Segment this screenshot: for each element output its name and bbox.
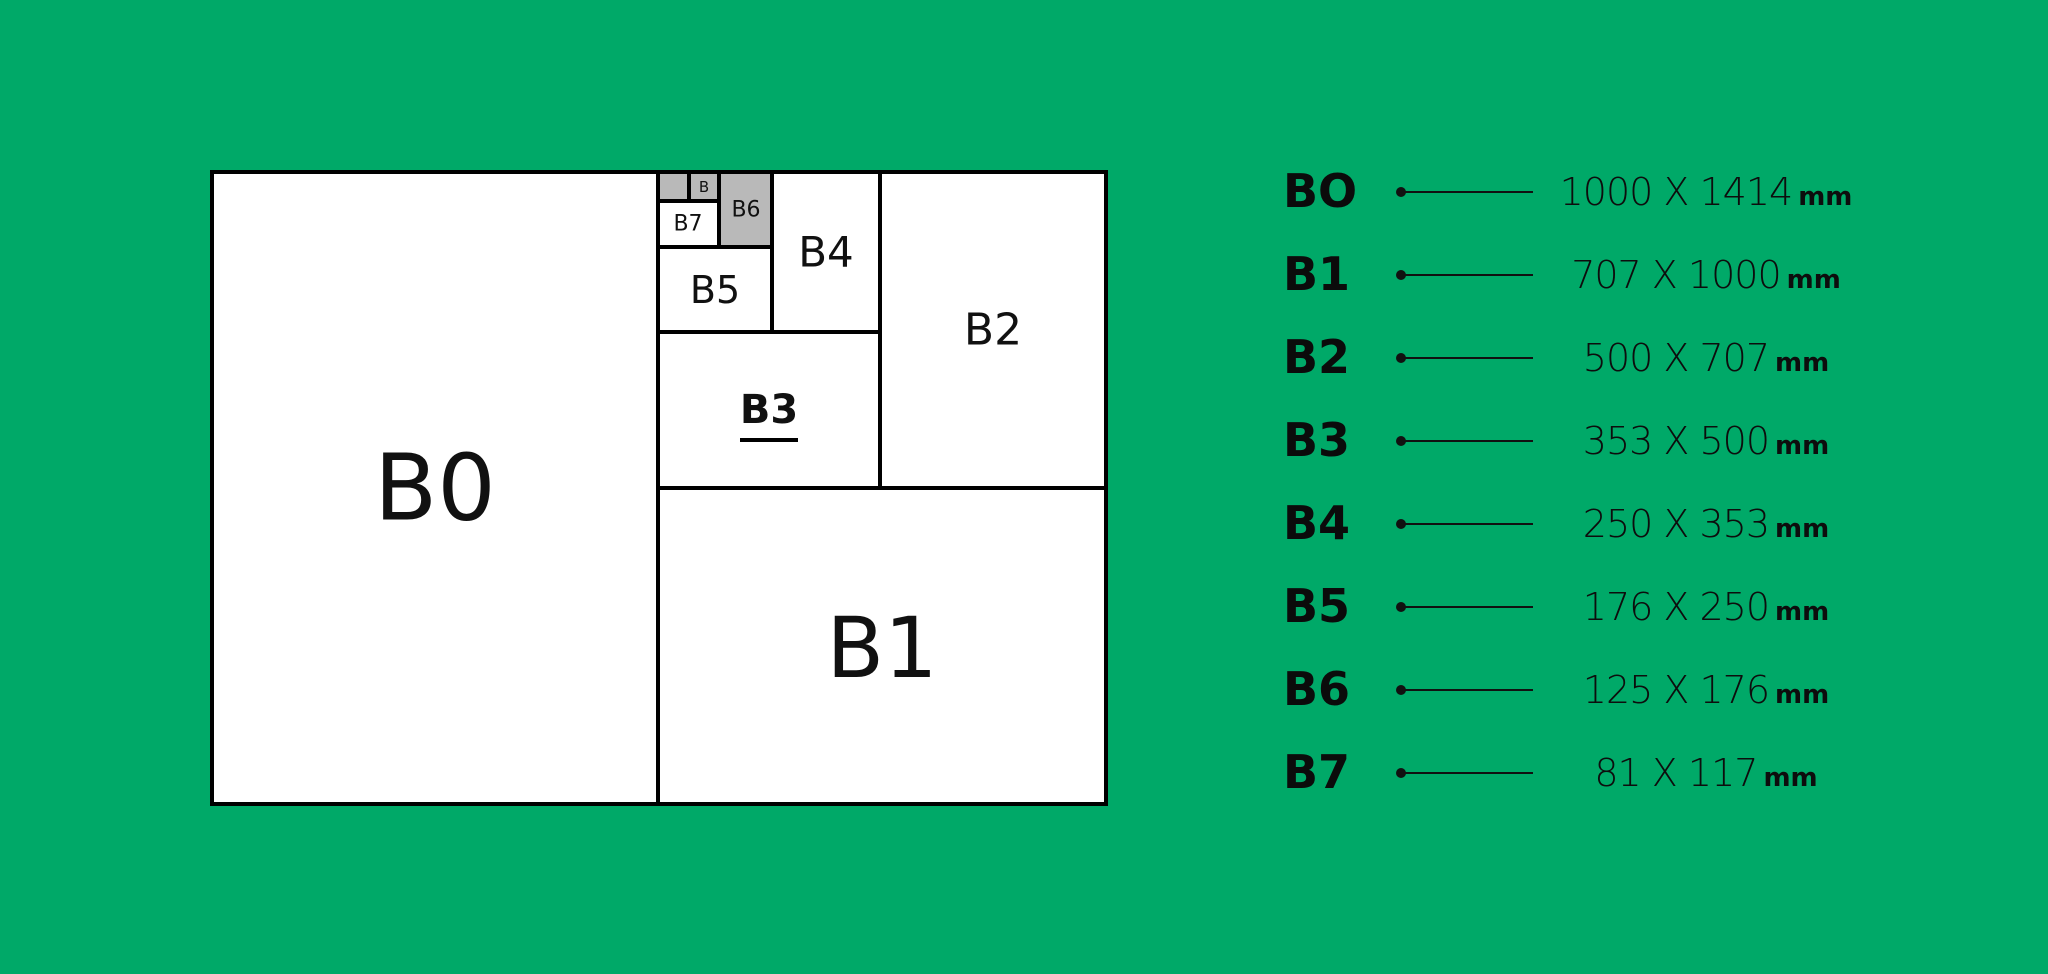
leader-line [1401,772,1533,774]
size-unit: mm [1775,680,1830,710]
size-name: B1 [1283,247,1351,301]
sheet-label-b0: B0 [374,435,496,542]
size-value: 500 X 707 [1582,336,1770,380]
size-unit: mm [1798,182,1853,212]
sheet-label-b2: B2 [964,305,1022,356]
sheet-b2 [878,170,1108,490]
sheet-b7 [656,199,721,249]
size-value: 353 X 500 [1582,419,1770,463]
sheet-label-b5: B5 [690,268,740,312]
size-name: BO [1283,164,1358,218]
sheet-b1 [656,486,1108,806]
size-unit: mm [1775,597,1830,627]
sheet-b0 [210,170,660,806]
leader-line [1401,689,1533,691]
size-name: B6 [1283,662,1351,716]
sheet-b9 [656,170,691,203]
size-value: 250 X 353 [1582,502,1770,546]
size-unit: mm [1775,431,1830,461]
size-unit: mm [1786,265,1841,295]
size-unit: mm [1775,514,1830,544]
size-unit: mm [1775,348,1830,378]
size-name: B5 [1283,579,1351,633]
sheet-label-b7: B7 [673,212,702,237]
sheet-label-b4: B4 [798,228,854,277]
leader-line [1401,274,1533,276]
leader-line [1401,606,1533,608]
size-name: B2 [1283,330,1351,384]
sheet-label-b6: B6 [731,198,760,223]
size-name: B7 [1283,745,1351,799]
size-value: 176 X 250 [1582,585,1770,629]
sheet-b3 [656,330,882,490]
leader-line [1401,523,1533,525]
size-value: 707 X 1000 [1571,253,1781,297]
sheet-b5 [656,245,774,334]
size-name: B4 [1283,496,1351,550]
size-value: 81 X 117 [1594,751,1758,795]
size-value: 1000 X 1414 [1559,170,1794,214]
size-value: 125 X 176 [1582,668,1770,712]
sheet-label-b3: B3 [740,387,798,433]
sheet-label-b8: B [699,178,709,196]
leader-line [1401,440,1533,442]
leader-line [1401,191,1533,193]
size-unit: mm [1763,763,1818,793]
size-name: B3 [1283,413,1351,467]
paper-size-diagram: B0 B1 B2 B3 B4 B5 B6 B7 B [210,170,1108,806]
sheet-label-b1: B1 [826,599,937,697]
leader-line [1401,357,1533,359]
